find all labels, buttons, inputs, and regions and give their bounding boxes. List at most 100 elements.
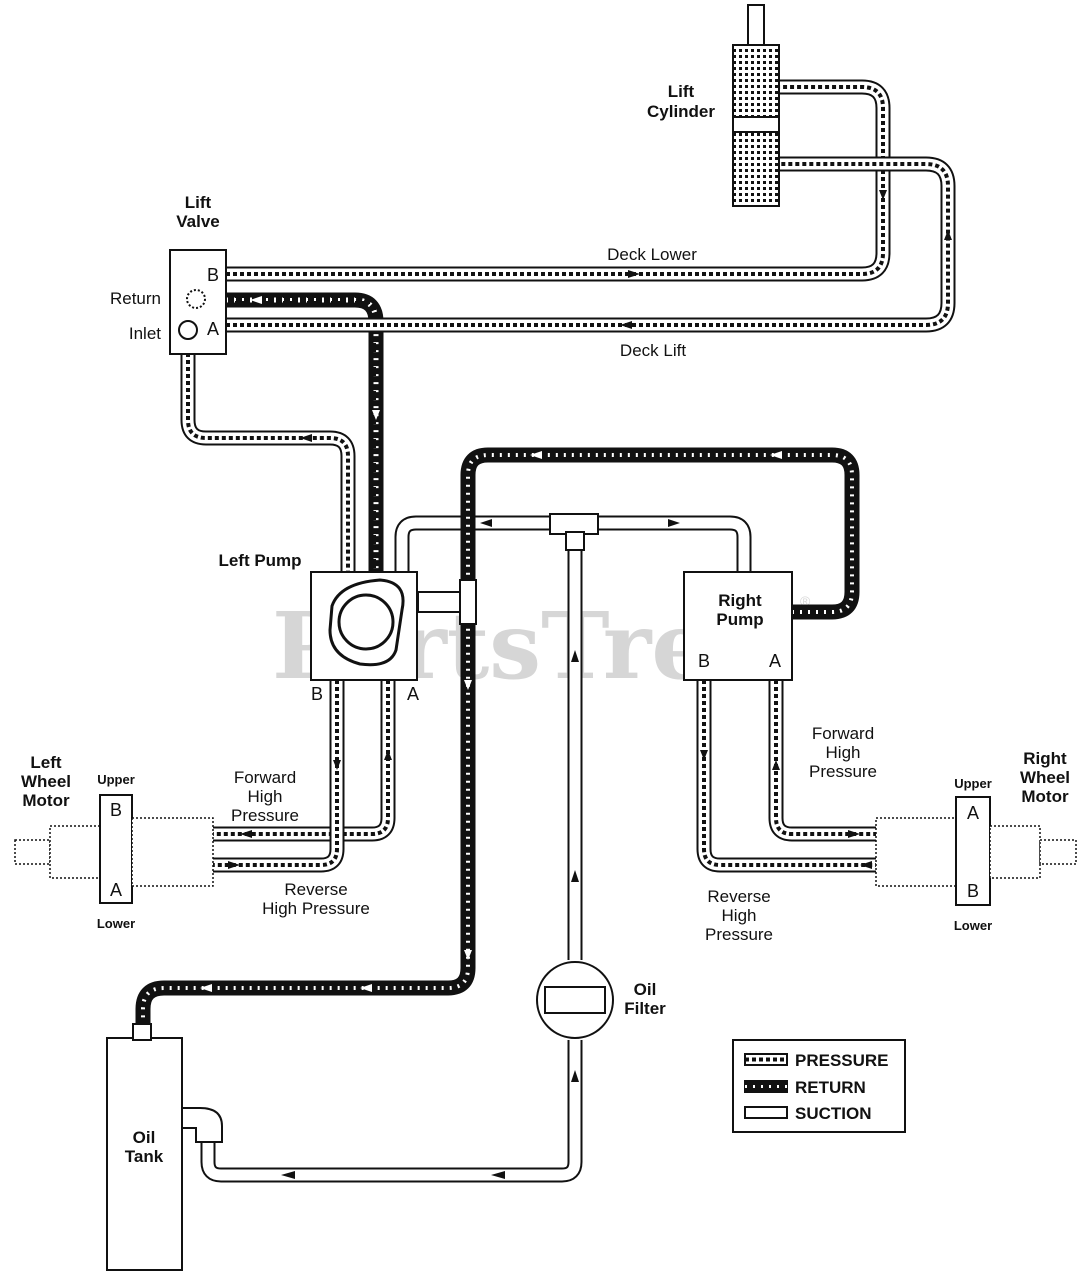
lift-cylinder-upper-chamber <box>732 44 780 118</box>
lift-valve-inlet-label: Inlet <box>129 324 161 343</box>
left-wheel-motor-lower: Lower <box>97 916 135 931</box>
legend: PRESSURE RETURN SUCTION <box>732 1039 906 1133</box>
right-forward-label: Forward High Pressure <box>809 724 877 781</box>
return-tee <box>459 579 477 625</box>
pressure-lines <box>116 79 968 873</box>
svg-text:Forward: Forward <box>234 768 296 787</box>
left-wheel-motor-body <box>99 794 133 904</box>
legend-item-suction: SUCTION <box>744 1104 872 1123</box>
right-pump-port-b: B <box>698 651 710 671</box>
lift-valve-label-2: Valve <box>176 212 220 231</box>
suction-flow-arrows <box>281 519 680 1179</box>
left-reverse-label: Reverse High Pressure <box>262 880 370 918</box>
oil-tank: Oil Tank <box>106 1023 223 1271</box>
svg-text:Pressure: Pressure <box>231 806 299 825</box>
pressure-line-left-reverse <box>116 680 345 873</box>
right-wheel-motor-label-1: Right <box>1023 749 1067 768</box>
svg-text:Pressure: Pressure <box>705 925 773 944</box>
left-forward-label: Forward High Pressure <box>231 768 299 825</box>
left-wheel-motor-label-2: Wheel <box>21 772 71 791</box>
legend-label-suction: SUCTION <box>795 1104 872 1123</box>
oil-tank-label-2: Tank <box>125 1147 164 1166</box>
left-pump: Left Pump B A <box>218 551 419 704</box>
pressure-line-right-reverse <box>696 680 968 873</box>
left-wheel-motor-label-3: Motor <box>22 791 70 810</box>
left-wheel-motor-label-1: Left <box>30 753 62 772</box>
deck-lift-label: Deck Lift <box>620 341 686 360</box>
left-wheel-motor-upper: Upper <box>97 772 135 787</box>
lift-cylinder: Lift Cylinder <box>647 4 780 207</box>
left-wheel-motor-manifold <box>131 817 214 887</box>
right-wheel-motor-manifold <box>875 817 957 887</box>
oil-tank-label-1: Oil <box>133 1128 156 1147</box>
svg-text:Forward: Forward <box>812 724 874 743</box>
oil-tank-suction-fitting <box>181 1107 223 1143</box>
left-wheel-motor-housing <box>49 825 101 879</box>
lift-cylinder-rod <box>747 4 765 46</box>
svg-text:Reverse: Reverse <box>707 887 770 906</box>
lift-valve-body <box>169 249 227 355</box>
right-wheel-motor-label-3: Motor <box>1021 787 1069 806</box>
lift-cylinder-piston <box>732 116 780 133</box>
lift-valve-port-b: B <box>207 265 219 285</box>
left-pump-port-b: B <box>311 684 323 704</box>
return-flow-arrows <box>200 296 782 992</box>
right-pump-label-1: Right <box>718 591 762 610</box>
pressure-line-right-forward <box>768 680 968 842</box>
lift-valve-port-a: A <box>207 319 219 339</box>
left-wheel-motor: Left Wheel Motor Upper Lower B A <box>14 753 214 931</box>
svg-text:High: High <box>826 743 861 762</box>
svg-text:Reverse: Reverse <box>284 880 347 899</box>
left-pump-label: Left Pump <box>218 551 301 570</box>
pressure-flow-arrows <box>228 190 952 869</box>
oil-filter-label-2: Filter <box>624 999 666 1018</box>
lift-cylinder-label-1: Lift <box>668 82 695 101</box>
lift-valve: Lift Valve B A Return Inlet <box>110 193 227 355</box>
right-wheel-motor: Right Wheel Motor Upper Lower A B <box>875 749 1077 933</box>
legend-label-return: RETURN <box>795 1078 866 1097</box>
left-wheel-motor-port-b: B <box>110 800 122 820</box>
oil-tank-return-fitting <box>132 1023 152 1041</box>
svg-text:High Pressure: High Pressure <box>262 899 370 918</box>
suction-line-tank-to-filter <box>200 1040 583 1183</box>
legend-item-return: RETURN <box>744 1078 866 1097</box>
right-pump: Right Pump B A <box>683 571 793 681</box>
oil-filter-label-1: Oil <box>634 980 657 999</box>
right-wheel-motor-label-2: Wheel <box>1020 768 1070 787</box>
right-pump-port-a: A <box>769 651 781 671</box>
oil-filter-element <box>544 986 606 1014</box>
pressure-line-left-forward <box>116 680 396 842</box>
right-wheel-motor-housing <box>989 825 1041 879</box>
left-pump-shaft <box>337 593 395 651</box>
lift-valve-inlet-port <box>178 320 198 340</box>
svg-text:High: High <box>722 906 757 925</box>
svg-text:High: High <box>248 787 283 806</box>
watermark-mark: ® <box>800 593 811 609</box>
right-pump-body <box>683 571 793 681</box>
legend-item-pressure: PRESSURE <box>744 1051 889 1070</box>
lift-valve-label-1: Lift <box>185 193 212 212</box>
legend-label-pressure: PRESSURE <box>795 1051 889 1070</box>
left-wheel-motor-port-a: A <box>110 880 122 900</box>
right-wheel-motor-lower: Lower <box>954 918 992 933</box>
right-wheel-motor-port-a: A <box>967 803 979 823</box>
lift-valve-return-label: Return <box>110 289 161 308</box>
deck-lower-label: Deck Lower <box>607 245 697 264</box>
pressure-line-deck-lower <box>226 79 891 282</box>
right-wheel-motor-upper: Upper <box>954 776 992 791</box>
left-wheel-motor-shaft <box>14 839 51 865</box>
oil-filter: Oil Filter <box>536 961 666 1039</box>
right-reverse-label: Reverse High Pressure <box>705 887 773 944</box>
suction-lines <box>200 513 752 1183</box>
right-pump-label-2: Pump <box>716 610 763 629</box>
return-line-main <box>135 447 860 1038</box>
lift-cylinder-label-2: Cylinder <box>647 102 715 121</box>
right-wheel-motor-port-b: B <box>967 881 979 901</box>
pressure-line-inlet <box>180 332 356 572</box>
left-pump-port-a: A <box>407 684 419 704</box>
svg-text:Pressure: Pressure <box>809 762 877 781</box>
lift-valve-return-port <box>186 289 206 309</box>
pressure-line-deck-lift <box>226 156 956 333</box>
lift-cylinder-lower-chamber <box>732 131 780 207</box>
